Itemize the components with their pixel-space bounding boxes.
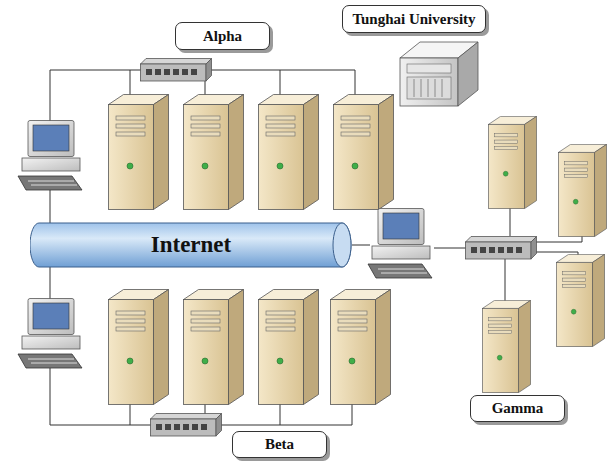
site-name: Tunghai University	[352, 11, 475, 28]
internet-cylinder: Internet	[30, 222, 352, 268]
site-label: Beta	[232, 431, 327, 458]
beta-group	[18, 290, 391, 437]
alpha-group	[18, 59, 394, 210]
site-label: Tunghai University	[342, 5, 486, 33]
site-label: Gamma	[470, 395, 565, 422]
site-name: Beta	[265, 436, 294, 453]
site-label: Alpha	[175, 22, 270, 50]
university-building	[400, 42, 478, 106]
network-name: Internet	[151, 232, 231, 258]
site-name: Alpha	[203, 28, 242, 45]
site-name: Gamma	[492, 400, 544, 417]
gamma-group	[368, 116, 607, 392]
